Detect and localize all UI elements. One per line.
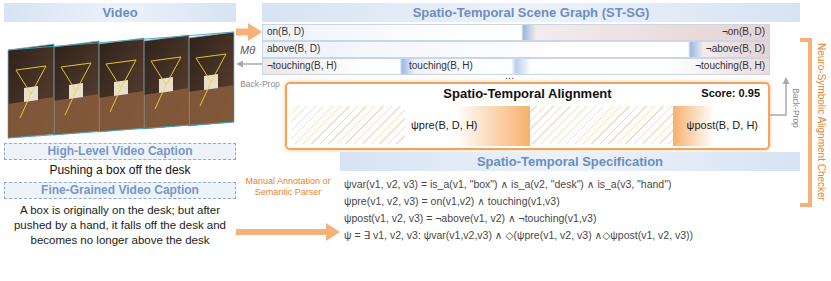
model-symbol: Mθ — [240, 44, 255, 57]
alignment-box: Spatio-Temporal AlignmentScore: 0.95 ψpre… — [285, 82, 770, 150]
backprop-arrow — [770, 84, 786, 115]
video-frame — [143, 35, 189, 129]
specification-panel: Spatio-Temporal Specification ψvar(v1, v2… — [340, 152, 800, 278]
edge-label: Back-Prop — [790, 78, 802, 138]
frame-outline — [8, 32, 234, 50]
video-frame — [53, 41, 99, 135]
scene-graph-panel: Spatio-Temporal Scene Graph (ST-SG) on(B,… — [262, 3, 800, 77]
predicate-label: above(B, D) — [267, 42, 320, 55]
caption-panel: Fine-Grained Video CaptionA box is origi… — [4, 182, 236, 278]
formula-segment: ψpost(B, D, H) — [673, 106, 764, 146]
score-value: Score: 0.95 — [701, 87, 760, 99]
predicate-label: ¬on(B, D) — [722, 25, 765, 38]
formula-line: ψpost(v1, v2, v3) = ¬above(v1, v2) ∧ ¬to… — [340, 210, 800, 227]
caption-heading: Fine-Grained Video Caption — [4, 182, 236, 199]
predicate-row: above(B, D) ¬above(B, D) — [262, 41, 770, 58]
alignment-title: Spatio-Temporal Alignment — [287, 84, 768, 104]
video-panel: Video — [4, 3, 236, 141]
predicate-label: touching(B, H) — [409, 59, 473, 72]
backprop-arrow — [243, 63, 262, 65]
ellipsis-mark: ... — [505, 70, 514, 80]
panel-heading: Video — [4, 3, 236, 22]
predicate-label: ¬touching(B, H) — [695, 59, 765, 72]
predicate-row: on(B, D) ¬on(B, D) — [262, 24, 770, 41]
caption-panel: High-Level Video CaptionPushing a box of… — [4, 143, 236, 183]
segment-label: ψpost(B, D, H) — [673, 106, 764, 144]
predicate-label: ¬touching(B, H) — [267, 59, 337, 72]
predicate-label: on(B, D) — [267, 25, 304, 38]
panel-heading: Spatio-Temporal Scene Graph (ST-SG) — [262, 3, 800, 22]
frame-outline — [8, 122, 234, 138]
caption-heading: High-Level Video Caption — [4, 143, 236, 160]
formula-line: ψpre(v1, v2, v3) = on(v1,v2) ∧ touching(… — [340, 193, 800, 210]
predicate-row: ¬touching(B, H) touching(B, H) ¬touching(B… — [262, 58, 770, 75]
segment-label: ψpre(B, D, H) — [405, 106, 530, 144]
formula-segment: ψpre(B, D, H) — [405, 106, 530, 146]
caption-text: A box is originally on the desk; but aft… — [4, 199, 236, 252]
video-frame — [98, 38, 144, 132]
predicate-label: ¬above(B, D) — [706, 42, 765, 55]
flow-arrow — [236, 229, 326, 235]
formula-line: ψ = ∃ v1, v2, v3: ψvar(v1,v2,v3) ∧ ◇(ψpr… — [340, 227, 800, 244]
edge-label: Back-Prop — [238, 79, 282, 90]
caption-text: Pushing a box off the desk — [4, 160, 236, 181]
panel-heading: Spatio-Temporal Specification — [340, 152, 800, 171]
edge-label: Neuro-Symbolic Alignment Checker — [814, 27, 828, 217]
edge-label: Manual Annotation or Semantic Parser — [240, 176, 336, 198]
video-frame — [8, 44, 54, 138]
flow-arrow — [236, 29, 248, 36]
video-frame — [188, 32, 234, 126]
formula-line: ψvar(v1, v2, v3) = is_a(v1, "box") ∧ is_… — [340, 176, 800, 193]
